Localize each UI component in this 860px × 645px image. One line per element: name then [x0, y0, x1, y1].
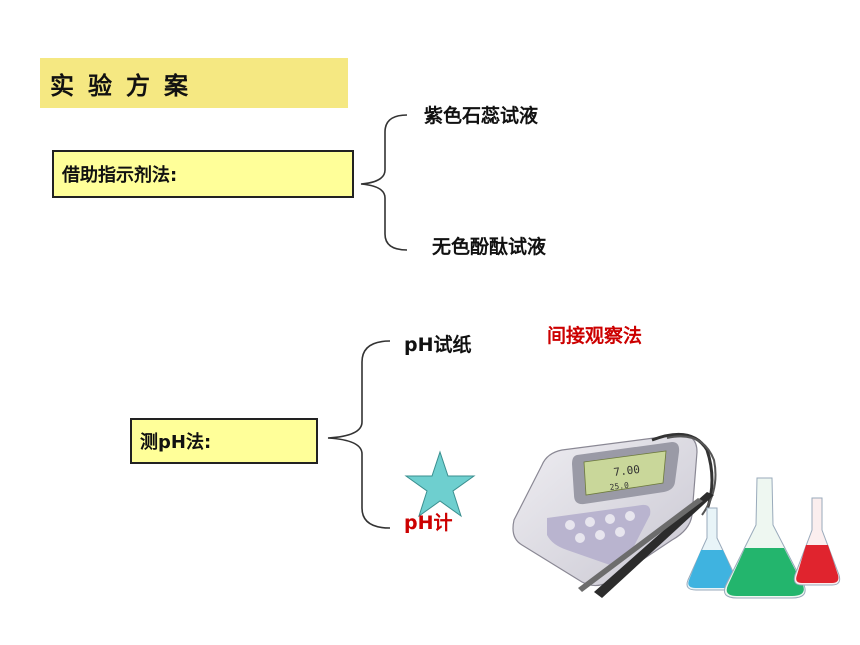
page-title: 实验方案 [50, 71, 202, 100]
meter-display-temp: 25.0 [609, 481, 629, 492]
title-banner: 实验方案 [40, 58, 348, 108]
option-litmus: 紫色石蕊试液 [424, 105, 539, 127]
meter-display-reading: 7.00 [613, 463, 641, 479]
option-ph-paper: pH试纸 [404, 334, 472, 356]
method-indicator-label: 借助指示剂法: [62, 165, 178, 186]
note-indirect-observation: 间接观察法 [547, 325, 643, 347]
method-ph-box: 测pH法: [130, 418, 318, 464]
option-ph-meter: pH计 [404, 512, 453, 534]
method-ph-label: 测pH法: [140, 432, 212, 453]
option-phenolphthalein: 无色酚酞试液 [432, 236, 547, 258]
brace-indicator [360, 114, 408, 251]
star-icon [404, 450, 476, 518]
ph-meter-illustration: 7.00 25.0 [512, 432, 841, 599]
brace-ph [327, 340, 391, 529]
method-indicator-box: 借助指示剂法: [52, 150, 354, 198]
